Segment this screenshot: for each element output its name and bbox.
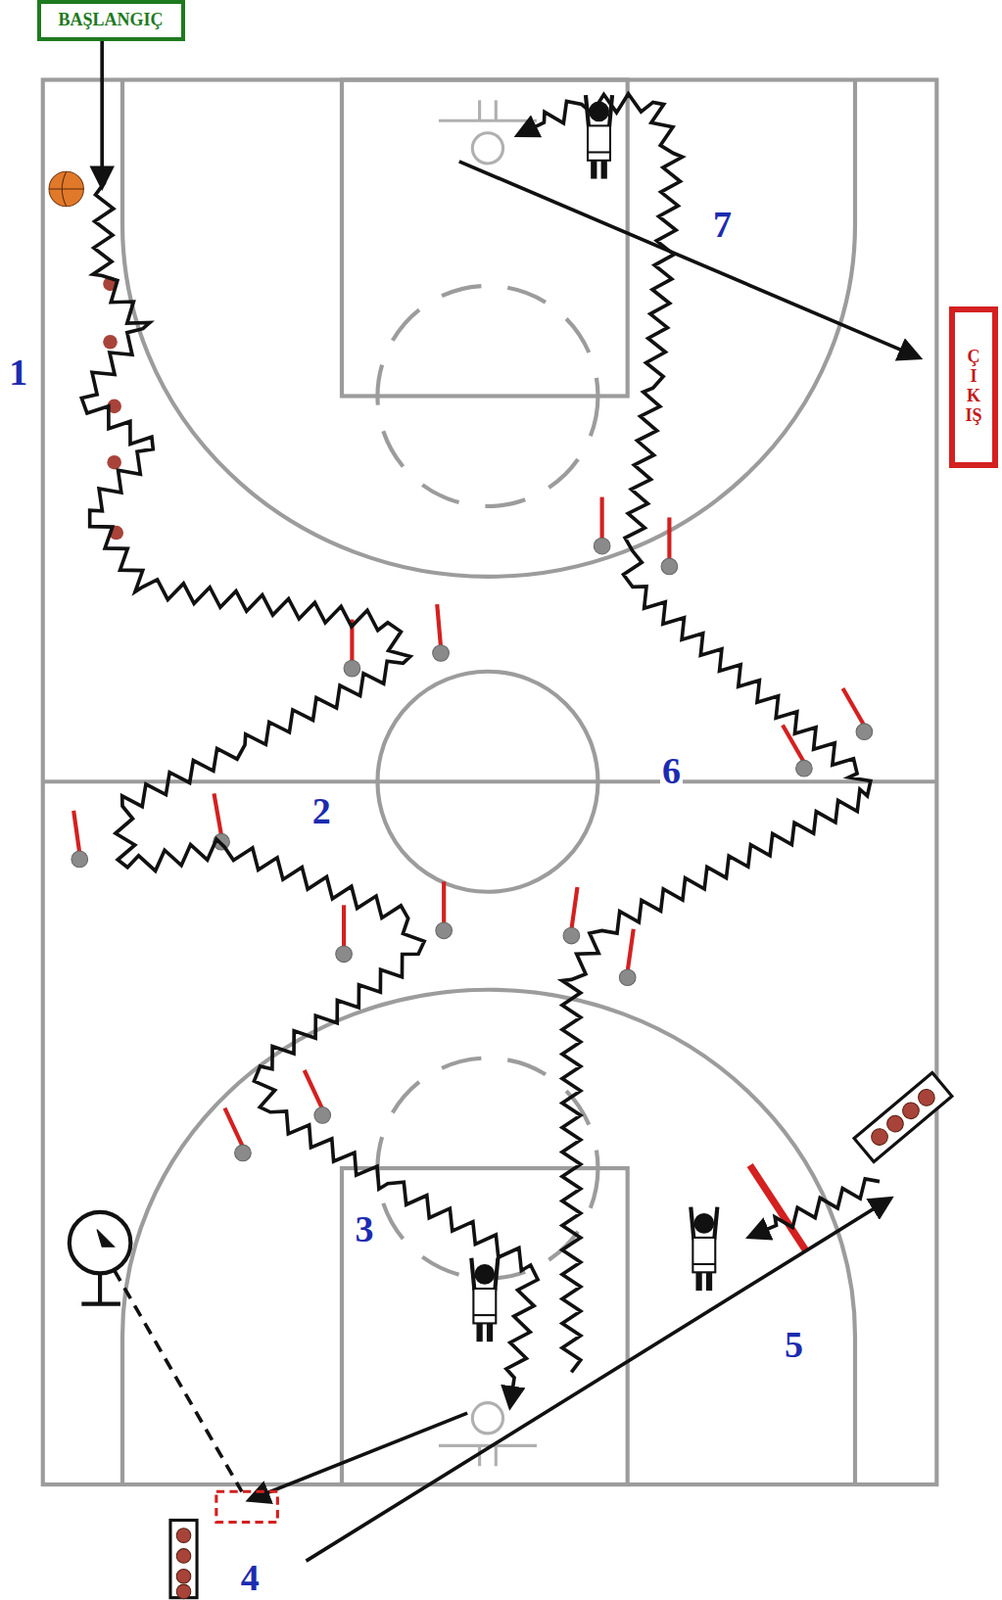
half-court-line — [43, 779, 938, 784]
cone — [435, 922, 453, 940]
cone-stick — [627, 929, 634, 972]
node-text: ÇIKIŞ — [964, 347, 983, 426]
cone — [343, 660, 361, 677]
cone-stick — [73, 811, 80, 854]
callout-number: 1 — [6, 353, 30, 391]
cone-stick — [436, 604, 441, 648]
three-point-arc — [122, 80, 856, 577]
cone — [235, 1145, 252, 1162]
dribble-path — [750, 1179, 880, 1238]
target-zone — [216, 1491, 279, 1523]
callout-number: 3 — [352, 1210, 376, 1248]
cone — [661, 558, 678, 575]
ball — [867, 1125, 891, 1148]
defender-figure — [690, 1207, 717, 1291]
exit-box: ÇIKIŞ — [949, 306, 999, 469]
marker-dot — [102, 334, 118, 350]
pass-arrow — [99, 15, 104, 187]
free-throw-circle — [377, 286, 598, 507]
cone-stick — [667, 517, 671, 561]
cone — [619, 969, 636, 987]
paint — [341, 80, 628, 397]
basket — [438, 1403, 537, 1468]
free-throw-circle — [377, 1058, 598, 1280]
ball — [883, 1112, 907, 1136]
cone — [432, 645, 450, 663]
pass-arrow — [249, 1413, 468, 1501]
cone-stick — [571, 887, 577, 930]
cone — [856, 723, 873, 741]
ball-rack — [170, 1520, 197, 1599]
cones — [71, 277, 873, 1162]
ball — [176, 1584, 191, 1600]
ball-rack — [854, 1073, 953, 1163]
cone-stick — [842, 688, 864, 726]
cone — [563, 927, 580, 945]
cone-stick — [441, 881, 446, 925]
cone — [71, 851, 89, 868]
ball — [176, 1528, 191, 1544]
paint — [341, 1168, 628, 1485]
pass-arrow — [459, 161, 919, 358]
cone-stick — [341, 905, 346, 949]
ball — [176, 1549, 191, 1565]
cone-stick — [600, 497, 605, 541]
cone — [335, 946, 353, 963]
cone — [593, 537, 611, 555]
callout-number: 4 — [238, 1559, 262, 1597]
dribble-path — [81, 182, 538, 1407]
marker-dot — [106, 455, 122, 471]
ball — [48, 171, 84, 206]
callout-number: 2 — [310, 792, 334, 830]
cone — [796, 760, 813, 777]
ball — [899, 1099, 922, 1123]
court-boundary — [43, 80, 938, 1485]
paths — [81, 15, 918, 1562]
pass-line — [114, 1270, 242, 1492]
pass-arrow — [306, 1198, 891, 1562]
rack-frame — [854, 1073, 953, 1163]
callout-number: 6 — [660, 752, 683, 790]
dribble-path — [518, 94, 871, 1374]
callout-number: 7 — [711, 205, 734, 243]
cone — [314, 1107, 332, 1125]
start-box: BAŞLANGIÇ — [37, 0, 186, 42]
defender-figure — [471, 1258, 498, 1342]
defender-figure — [585, 95, 613, 179]
court-lines — [43, 80, 938, 1485]
ball — [914, 1086, 938, 1109]
center-circle — [377, 671, 598, 893]
cone-stick — [304, 1070, 323, 1110]
callout-number: 5 — [782, 1326, 806, 1364]
ball — [176, 1569, 191, 1584]
target-stand — [69, 1212, 132, 1305]
cone-stick — [224, 1108, 242, 1148]
node-text: BAŞLANGIÇ — [58, 9, 164, 32]
cone-stick — [213, 793, 222, 836]
